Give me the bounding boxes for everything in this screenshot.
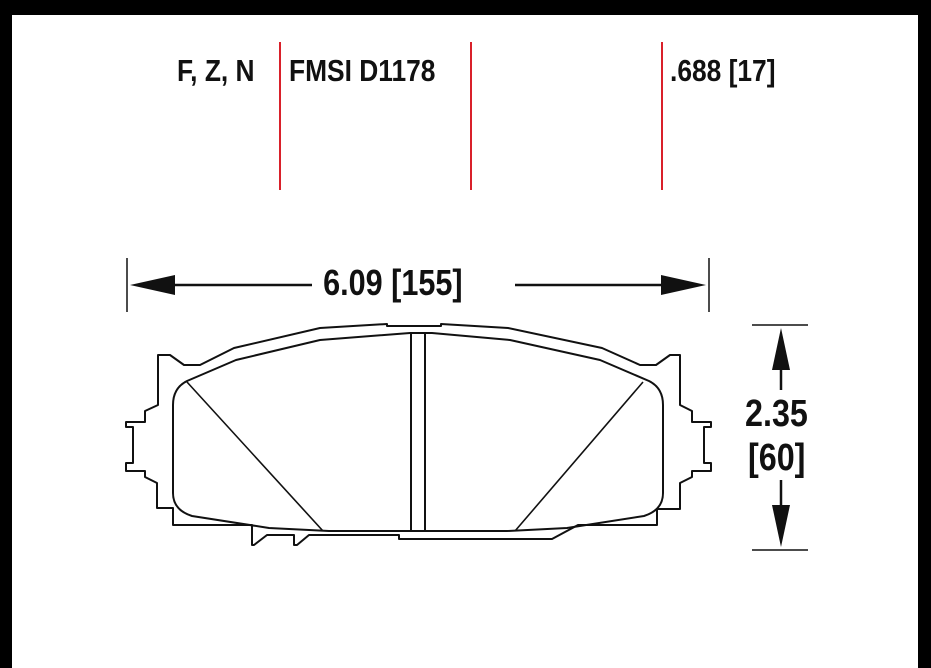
brake-pad-drawing bbox=[125, 42, 808, 551]
chamfer-lines bbox=[186, 381, 644, 532]
center-slot bbox=[410, 333, 426, 531]
diagram-canvas: F, Z, N FMSI D1178 .688 [17] bbox=[12, 15, 918, 668]
pad-thickness: .688 [17] bbox=[670, 53, 776, 88]
friction-material-outline bbox=[172, 332, 664, 532]
width-dimension-label: 6.09 [155] bbox=[318, 265, 468, 301]
width-dimension-line bbox=[126, 258, 710, 312]
height-dimension-inches: 2.35 bbox=[745, 393, 808, 435]
height-dimension-mm: [60] bbox=[748, 437, 806, 479]
height-dimension-line bbox=[752, 324, 808, 551]
compound-codes: F, Z, N bbox=[177, 53, 255, 88]
fmsi-number: FMSI D1178 bbox=[289, 53, 436, 88]
backing-plate-outline bbox=[125, 323, 712, 546]
